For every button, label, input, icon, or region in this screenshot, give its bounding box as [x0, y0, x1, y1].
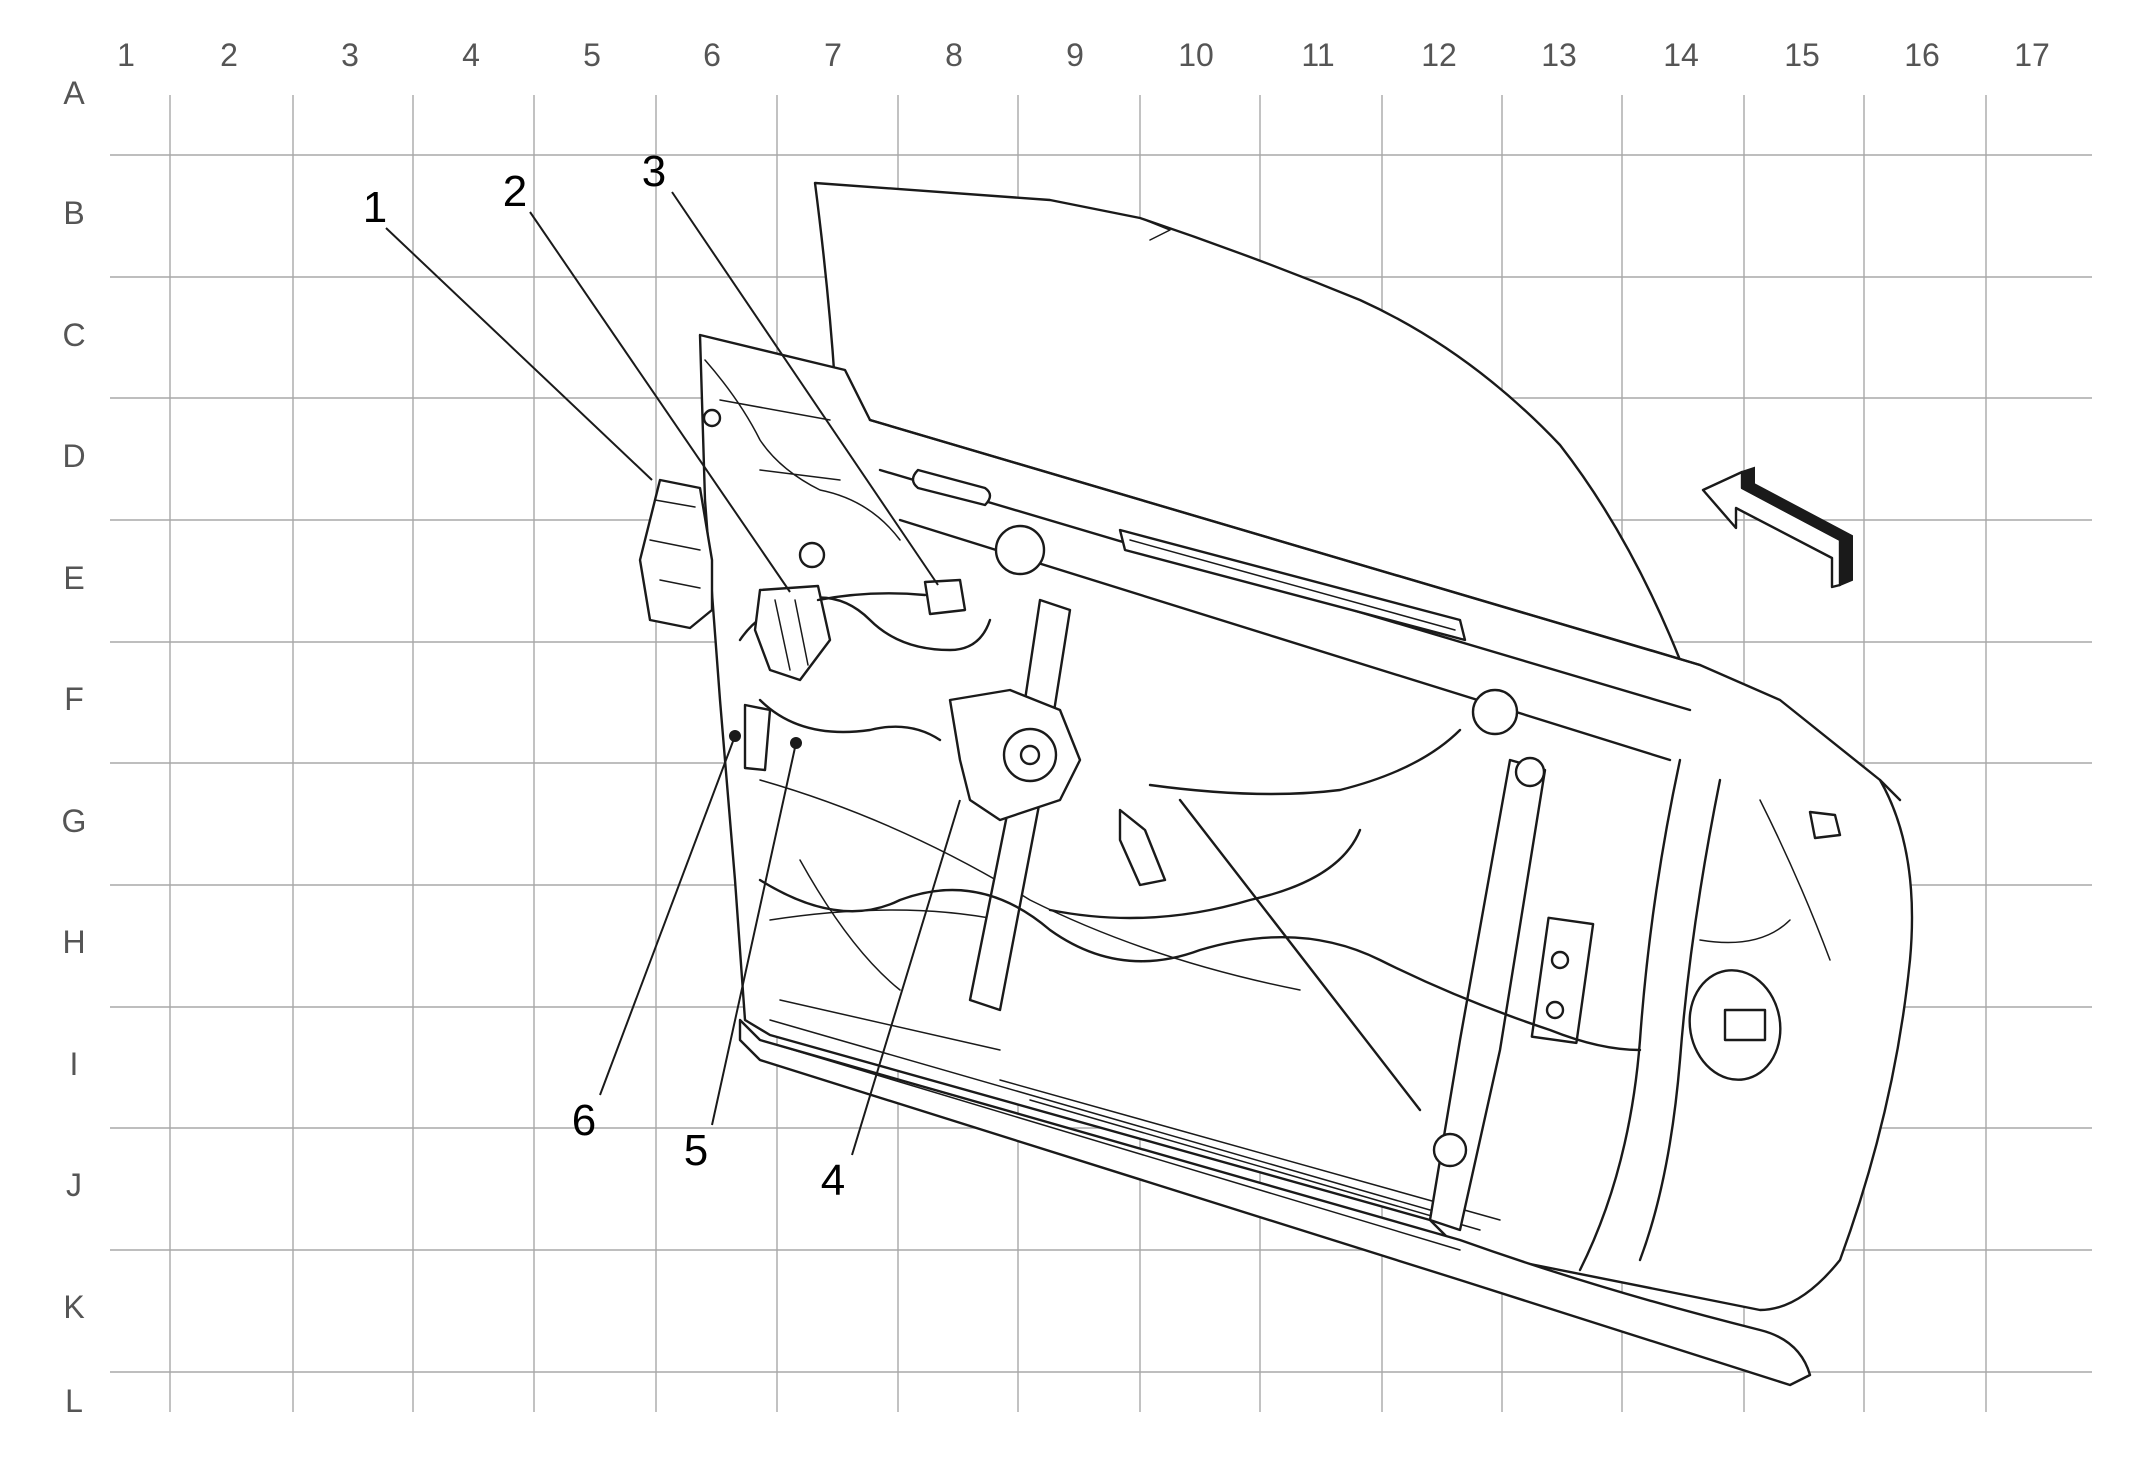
- callout-number: 3: [642, 147, 666, 196]
- hinge-pillar-detail: [1699, 799, 1831, 961]
- multi-pin-detail: [774, 599, 809, 671]
- column-label: 11: [1301, 37, 1334, 73]
- callout-number: 4: [821, 1156, 845, 1205]
- column-label: 4: [462, 37, 480, 73]
- small-connector: [923, 578, 967, 616]
- callout-number: 1: [363, 183, 387, 232]
- connector-part-2: [753, 584, 832, 682]
- forward-arrow-shadow: [1741, 466, 1853, 587]
- handle-slot: [911, 468, 992, 507]
- motor-shaft: [1019, 744, 1041, 766]
- leader-6: [599, 735, 736, 1096]
- regulator-motor-part-4: [948, 688, 1167, 887]
- row-label: F: [64, 681, 84, 717]
- inner-door-panel: [698, 333, 1914, 1312]
- module-connector-detail: [649, 499, 701, 589]
- leader-4: [851, 799, 961, 1156]
- side-connector: [1808, 810, 1842, 840]
- latch-screw: [1550, 950, 1570, 970]
- column-label: 8: [945, 37, 963, 73]
- door-assembly: [638, 181, 1914, 1387]
- row-label: E: [63, 560, 84, 596]
- callout-number: 5: [684, 1126, 708, 1175]
- row-label: B: [63, 195, 84, 231]
- leader-1: [385, 227, 653, 481]
- row-label: C: [62, 317, 85, 353]
- row-label: I: [70, 1046, 79, 1082]
- row-label: L: [65, 1383, 83, 1419]
- rail-bottom-mount: [1432, 1132, 1468, 1168]
- column-labels: 1 2 3 4 5 6 7 8 9 10 11 12 13 14 15 16 1…: [117, 37, 2050, 73]
- row-labels: A B C D E F G H I J K L: [62, 75, 87, 1419]
- leader-2: [529, 211, 791, 593]
- column-label: 7: [824, 37, 842, 73]
- callout-number: 2: [503, 167, 527, 216]
- mount-bolt: [798, 541, 826, 569]
- regulator-cable: [1048, 728, 1462, 1112]
- lower-harness: [758, 878, 1642, 1052]
- row-label: D: [62, 438, 85, 474]
- hinge-pillar: [1578, 758, 1902, 1272]
- speaker-bracket: [1723, 1008, 1767, 1042]
- rail-pivot: [1514, 756, 1546, 788]
- leader-5: [711, 742, 797, 1126]
- clip-bracket: [743, 703, 772, 772]
- callout-number: 6: [572, 1096, 596, 1145]
- glass-edge: [1139, 217, 1171, 241]
- module-connector-body: [638, 478, 714, 630]
- row-label: H: [62, 924, 85, 960]
- column-label: 10: [1178, 37, 1214, 73]
- row-label: G: [62, 803, 87, 839]
- motor-connector: [1118, 808, 1167, 887]
- column-label: 14: [1663, 37, 1699, 73]
- column-label: 2: [220, 37, 238, 73]
- column-label: 12: [1421, 37, 1457, 73]
- row-label: J: [66, 1167, 82, 1203]
- column-label: 15: [1784, 37, 1820, 73]
- callout-labels: 1 2 3 4 5 6: [363, 147, 845, 1205]
- callout-leaders: [385, 191, 961, 1156]
- mount-bolt: [994, 524, 1046, 576]
- panel-contour-2: [999, 1079, 1501, 1231]
- connector-part-1: [638, 478, 714, 630]
- small-connector-wire: [816, 592, 927, 602]
- leader-3: [671, 191, 939, 586]
- multi-pin-connector: [753, 584, 832, 682]
- column-label: 13: [1541, 37, 1577, 73]
- column-label: 17: [2014, 37, 2050, 73]
- mount-bolt: [702, 408, 722, 428]
- belt-molding-groove: [1129, 539, 1456, 631]
- row-label: A: [63, 75, 85, 111]
- mount-bolt: [1471, 688, 1519, 736]
- forward-arrow-icon: [1701, 466, 1853, 589]
- column-label: 5: [583, 37, 601, 73]
- column-label: 16: [1904, 37, 1940, 73]
- door-bottom-sill: [738, 1018, 1812, 1387]
- column-label: 1: [117, 37, 135, 73]
- row-label: K: [63, 1289, 84, 1325]
- latch-screw: [1545, 1000, 1565, 1020]
- column-label: 6: [703, 37, 721, 73]
- upper-front-contour: [704, 359, 901, 541]
- column-label: 3: [341, 37, 359, 73]
- connector-part-3: [816, 578, 967, 616]
- panel-contour: [759, 779, 1301, 1051]
- harness-clip-part-6: [729, 703, 772, 772]
- column-label: 9: [1066, 37, 1084, 73]
